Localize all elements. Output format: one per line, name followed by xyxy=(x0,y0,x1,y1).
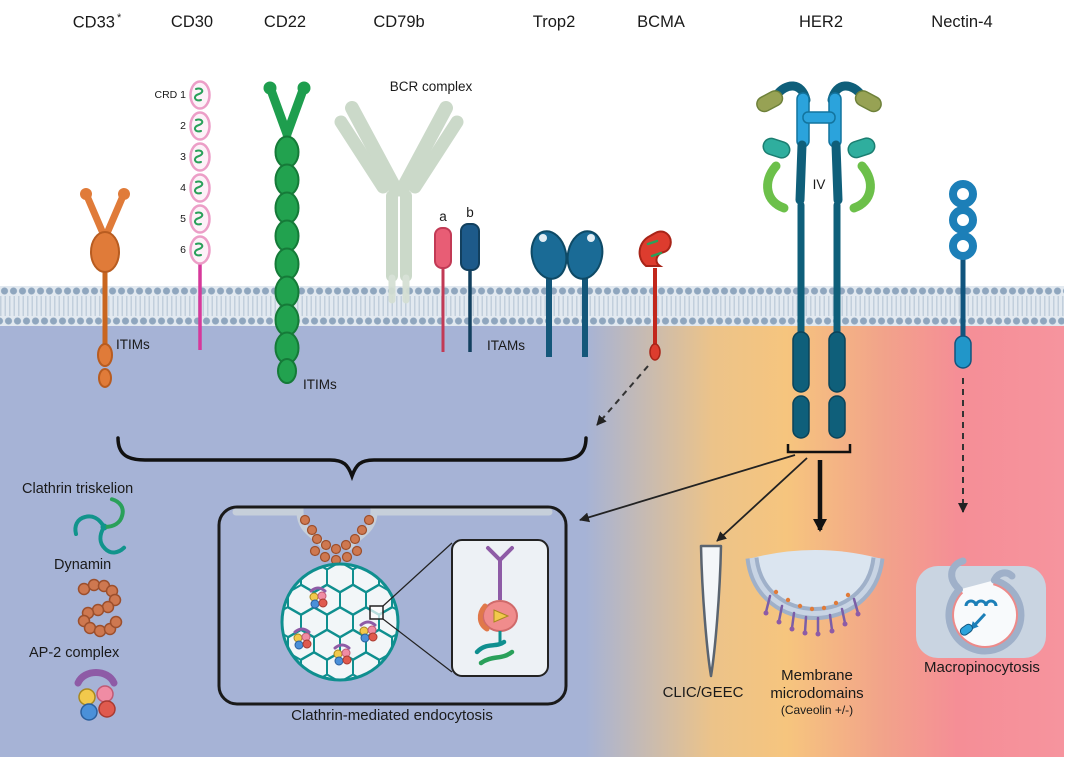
her2-to-cme-arrow xyxy=(579,454,796,523)
label-microdomains: microdomains xyxy=(770,685,864,702)
dynamin-icon xyxy=(77,578,123,638)
her2-receptor xyxy=(756,81,882,454)
label-trop2: Trop2 xyxy=(532,13,576,31)
label-crd2: 2 xyxy=(180,120,186,132)
label-macropinocytosis: Macropinocytosis xyxy=(924,659,1040,676)
label-cd22: CD22 xyxy=(263,13,307,31)
label-crd4: 4 xyxy=(180,182,186,194)
label-clic-geec: CLIC/GEEC xyxy=(662,684,744,701)
label-cd79b-chain: b xyxy=(466,205,474,220)
receptor-group-brace xyxy=(116,436,588,482)
caveolin-proteins xyxy=(764,594,860,635)
label-clathrin-mediated-endocytosis: Clathrin-mediated endocytosis xyxy=(291,707,493,724)
clathrin-endocytosis-panel xyxy=(217,505,568,706)
plasma-membrane xyxy=(0,286,1064,326)
label-cd79a-chain: a xyxy=(439,209,447,224)
label-crd5: 5 xyxy=(180,213,186,225)
label-ap2-complex: AP-2 complex xyxy=(29,645,120,661)
bcr-complex-antibody xyxy=(334,101,464,304)
zoom-callout-square xyxy=(369,605,384,620)
cd22-receptor xyxy=(263,81,311,384)
bcma-receptor xyxy=(638,230,672,361)
cd33-receptor xyxy=(80,188,130,388)
label-clathrin-triskelion: Clathrin triskelion xyxy=(22,481,134,497)
label-bcma: BCMA xyxy=(637,13,685,31)
label-bcr-complex: BCR complex xyxy=(389,79,473,94)
nectin4-receptor xyxy=(949,180,977,369)
label-dynamin: Dynamin xyxy=(54,557,112,573)
cd30-receptor xyxy=(189,80,211,350)
cd33-text: CD33 xyxy=(72,13,115,32)
her2-to-clic-arrow xyxy=(716,457,808,542)
cd33-asterisk: * xyxy=(116,12,122,24)
label-caveolin: (Caveolin +/-) xyxy=(780,703,854,717)
macropinocytosis-structure xyxy=(916,557,1046,658)
clathrin-triskelion-icon xyxy=(73,497,127,555)
label-cd33: CD33* xyxy=(73,12,121,32)
bcma-dashed-arrow xyxy=(596,365,649,426)
inset-zoom-content xyxy=(474,546,518,666)
label-cd30: CD30 xyxy=(170,13,214,31)
label-her2: HER2 xyxy=(798,13,844,31)
label-cd22-itims: ITIMs xyxy=(303,377,337,392)
membrane-microdomains-structure xyxy=(745,550,885,637)
trop2-receptor xyxy=(530,230,604,357)
clathrin-vesicle xyxy=(280,562,400,682)
label-cd79b: CD79b xyxy=(373,13,425,31)
pathway-arrows xyxy=(579,365,968,542)
clic-geec-structure xyxy=(699,544,723,678)
internalized-receptor-squiggle xyxy=(964,599,998,607)
label-crd6: 6 xyxy=(180,244,186,256)
dynamin-collar xyxy=(299,514,375,566)
label-nectin4: Nectin-4 xyxy=(931,13,993,31)
label-crd1: CRD 1 xyxy=(154,89,186,101)
ap2-complex-icon xyxy=(74,669,118,721)
label-itams: ITAMs xyxy=(487,338,525,353)
label-crd3: 3 xyxy=(180,151,186,163)
cd79-ab-chains xyxy=(434,223,480,352)
label-her2-domain-iv: IV xyxy=(812,177,826,192)
label-membrane: Membrane xyxy=(781,667,853,684)
label-cd33-itims: ITIMs xyxy=(116,337,150,352)
